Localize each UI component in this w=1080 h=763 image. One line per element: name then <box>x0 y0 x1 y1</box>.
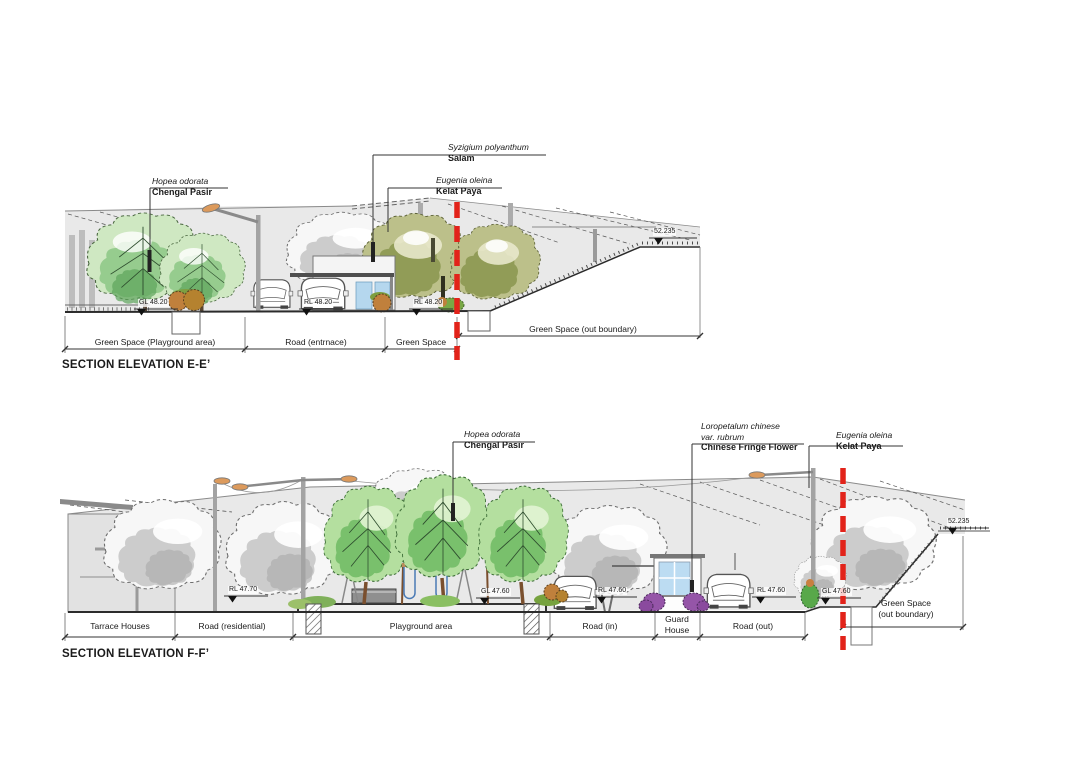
dimension-lines-ee <box>61 316 704 353</box>
level-label: RL 48.20 <box>303 299 334 307</box>
zone-label-line: Guard <box>665 614 689 624</box>
canopy <box>290 273 394 277</box>
shrub <box>370 292 392 313</box>
zone-label: Green Space (Playground area) <box>94 337 216 347</box>
level-label: RL 47.60 <box>597 587 628 595</box>
plant-species: Syzigium polyanthum <box>448 142 529 152</box>
plant-common-name: Kelat Paya <box>836 440 882 451</box>
zone-label: Green Space (out boundary) <box>529 324 637 334</box>
zone-label-green-space-out: Green Space (out boundary) <box>878 598 933 620</box>
level-label: RL 47.70 <box>228 586 259 594</box>
plant-species: Eugenia oleina <box>436 175 493 185</box>
plant-species: Eugenia oleina <box>836 430 893 440</box>
dimension-lines-ff <box>61 536 967 641</box>
plant-label-hopea-ff: Hopea odorata Chengal Pasir <box>464 429 524 450</box>
section-ff-artwork <box>60 441 990 650</box>
level-markers-ff <box>224 527 989 605</box>
plant-label-loropetalum-ff: Loropetalum chinese var. rubrum Chinese … <box>701 421 798 453</box>
plant-leader-lines <box>149 154 546 252</box>
lamp-pole <box>256 215 261 311</box>
level-label: RL 47.60 <box>756 587 787 595</box>
level-label: GL 47.60 <box>821 588 852 596</box>
level-label: 52.235 <box>653 228 677 236</box>
plant-common-name: Salam <box>448 152 475 163</box>
zone-label: Road (in) <box>582 621 618 631</box>
zone-label: Green Space <box>395 337 447 347</box>
level-markers-ee <box>134 237 697 316</box>
blue-door <box>355 281 373 310</box>
zone-label: Road (residential) <box>198 621 266 631</box>
section-ee-artwork <box>61 154 704 360</box>
plant-label-hopea-ee: Hopea odorata Chengal Pasir <box>152 176 212 197</box>
plant-species: Hopea odorata <box>152 176 209 186</box>
planter-footing <box>171 311 201 335</box>
bench <box>351 588 397 604</box>
plant-leader-lines <box>452 441 903 585</box>
plant-common-name: Chengal Pasir <box>152 186 213 197</box>
car <box>703 573 754 610</box>
plant-label-syzigium-ee: Syzigium polyanthum Salam <box>448 142 529 163</box>
zone-label: Playground area <box>389 621 453 631</box>
zone-label: Road (entrnace) <box>285 337 347 347</box>
plant-common-name: Kelat Paya <box>436 185 482 196</box>
zone-label: Tarrace Houses <box>90 621 150 631</box>
zone-label: Road (out) <box>732 621 774 631</box>
plant-species-line2: var. rubrum <box>701 431 745 442</box>
lamp-pole <box>213 477 231 612</box>
tree-trunk <box>441 276 445 300</box>
tree-trunk <box>431 238 435 262</box>
pole <box>593 229 597 262</box>
plant-common-name: Chengal Pasir <box>464 439 525 450</box>
level-label: GL 48.20 <box>138 299 169 307</box>
zone-label-line: (out boundary) <box>878 609 934 619</box>
zone-label-guard-house: Guard House <box>665 614 690 636</box>
level-label: GL 47.60 <box>480 588 511 596</box>
plant-species: Hopea odorata <box>464 429 521 439</box>
plant-label-eugenia-ff: Eugenia oleina Kelat Paya <box>836 430 892 451</box>
level-label: RL 48.20 <box>413 299 444 307</box>
zone-label-line: House <box>664 625 690 635</box>
level-label: 52.235 <box>947 518 971 526</box>
wall-footing <box>467 310 491 332</box>
shrub <box>168 289 205 311</box>
wall-footing <box>850 606 873 646</box>
lamp-head <box>201 203 221 213</box>
section-ff-title: SECTION ELEVATION F-F’ <box>62 648 210 660</box>
plant-common-name: Chinese Fringe Flower <box>701 442 798 452</box>
plant-label-eugenia-ee: Eugenia oleina Kelat Paya <box>436 175 492 196</box>
lamp-pole <box>748 468 816 608</box>
playground-platform <box>298 604 546 612</box>
section-ee-title: SECTION ELEVATION E-E’ <box>62 359 211 371</box>
zone-label-line: Green Space <box>880 598 932 608</box>
plant-species: Loropetalum chinese <box>701 421 780 431</box>
lamp-pole <box>231 475 358 612</box>
